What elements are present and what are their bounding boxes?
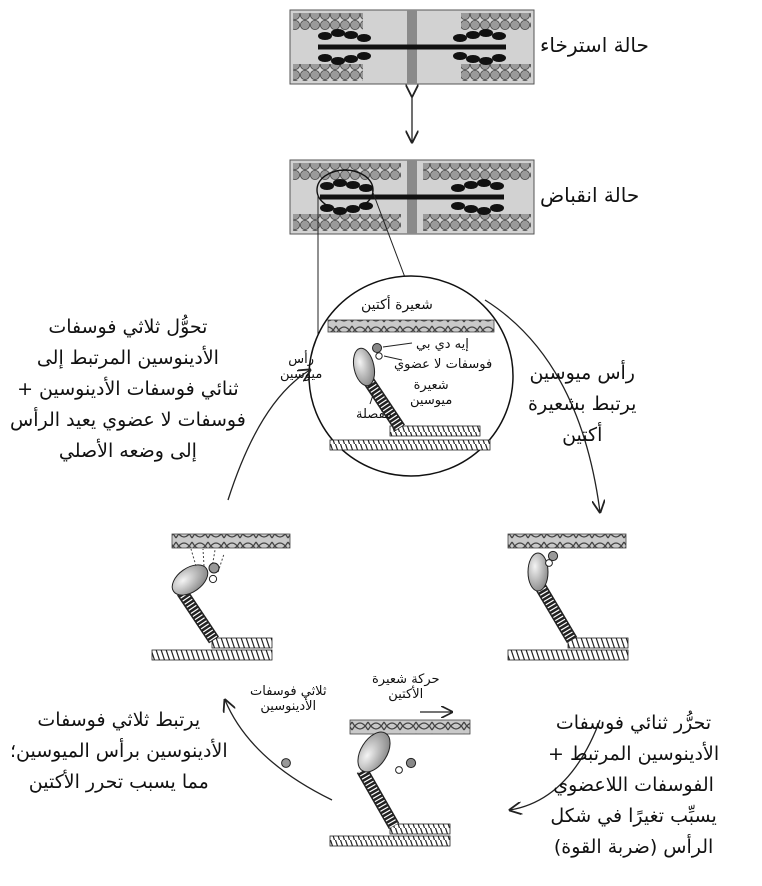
sarcomere-relaxed — [289, 9, 535, 85]
label-actin-motion: حركة شعيرة الأكتين — [372, 672, 440, 702]
zoom-circle-small — [316, 169, 374, 211]
label-relaxation: حالة استرخاء — [540, 33, 649, 57]
label-hinge: مفصلة — [356, 407, 393, 422]
label-actin-filament: شعيرة أكتين — [361, 297, 433, 313]
step-binding: رأس ميوسين يرتبط بشعيرة أكتين — [528, 362, 637, 446]
step-power-stroke: تحرُّر ثنائي فوسفات الأدينوسين المرتبط +… — [548, 712, 720, 858]
label-adp: إيه دي بي — [416, 337, 469, 352]
label-contraction: حالة انقباض — [540, 183, 640, 207]
step-recovery: تحوُّل ثلاثي فوسفات الأدينوسين المرتبط إ… — [10, 316, 246, 462]
label-myosin-filament: شعيرة ميوسين — [410, 378, 453, 408]
label-atp-molecule: ثلاثي فوسفات الأدينوسين — [250, 684, 327, 714]
stage-binding — [507, 533, 629, 661]
label-myosin-head: رأس ميوسين — [280, 352, 323, 382]
step-atp-binding: يرتبط ثلاثي فوسفات الأدينوسين برأس الميو… — [10, 709, 228, 793]
sarcomere-contracted — [289, 159, 535, 235]
label-inorganic-phosphate: فوسفات لا عضوي — [394, 357, 493, 372]
stage-power-stroke — [281, 712, 471, 847]
stage-recovery — [151, 533, 291, 661]
